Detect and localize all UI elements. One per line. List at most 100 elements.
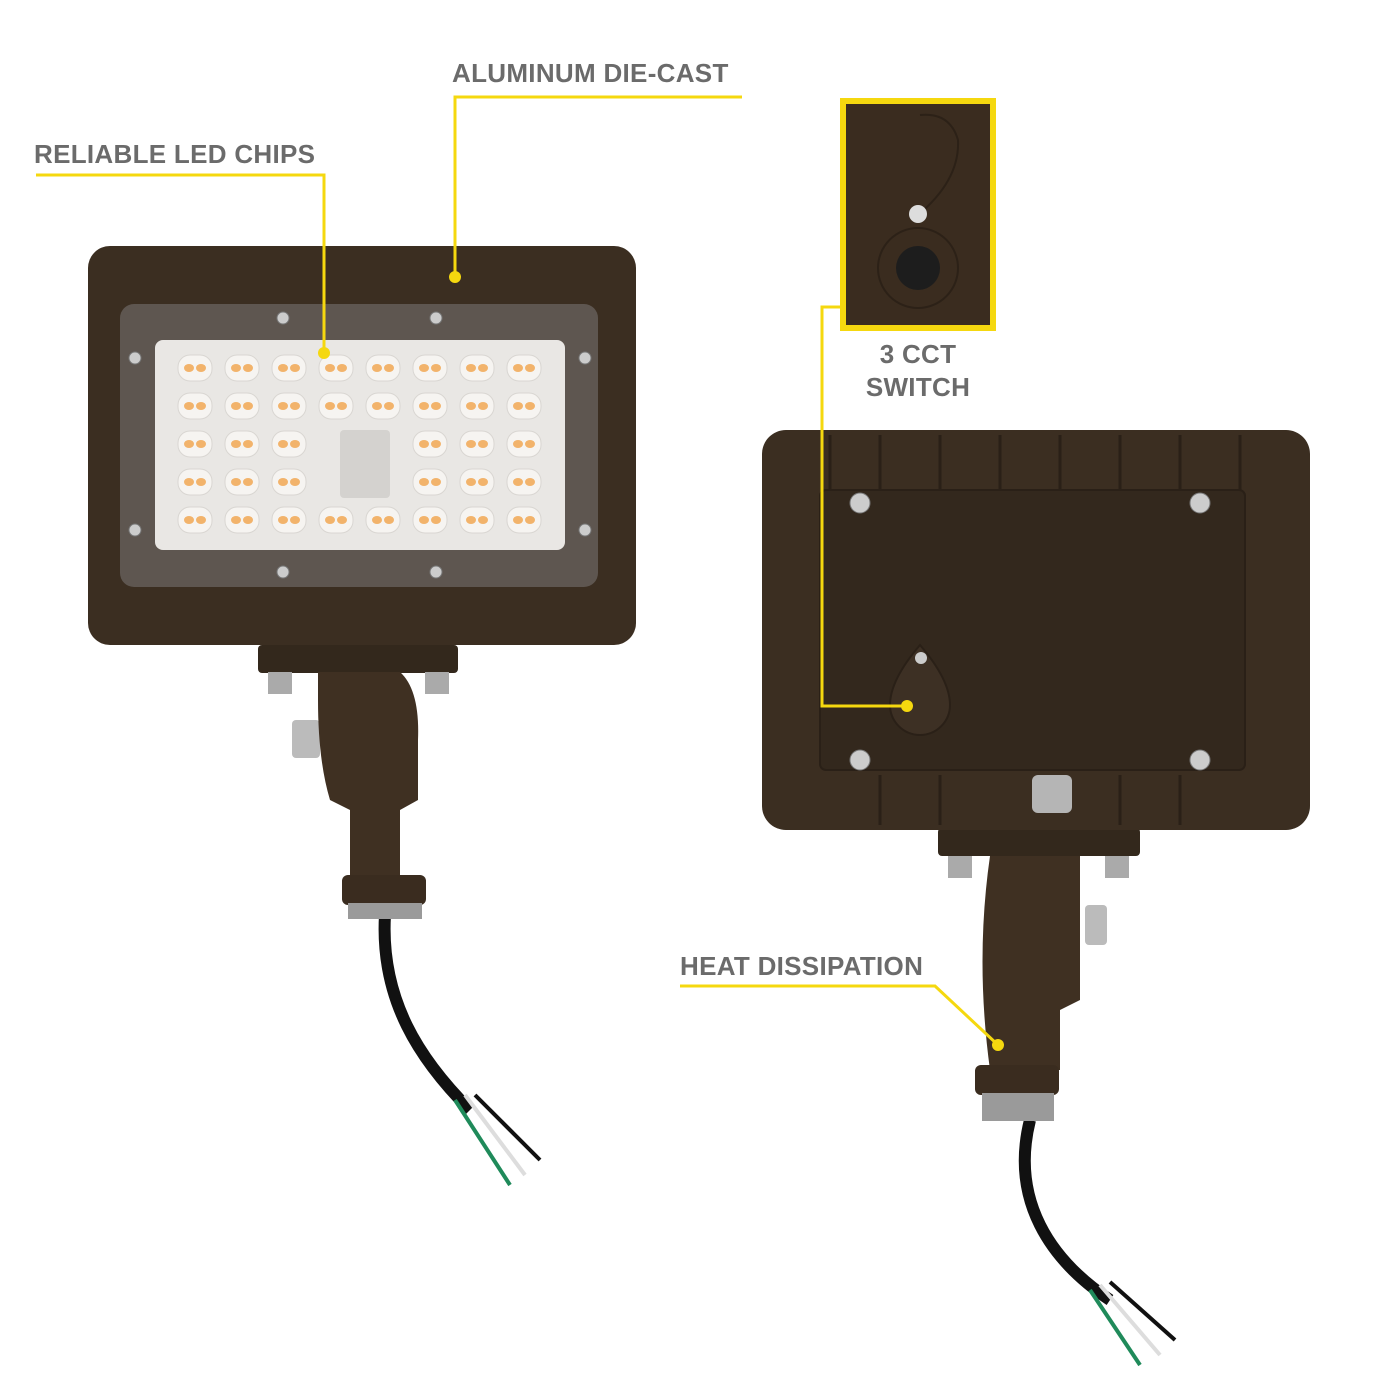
- screw-icon: [578, 351, 592, 365]
- bolt-icon: [1105, 856, 1129, 878]
- screws: [849, 492, 1211, 771]
- led-chip: [318, 506, 354, 534]
- led-diode: [513, 364, 523, 372]
- cooling-fins: [828, 435, 1242, 825]
- led-diode: [513, 402, 523, 410]
- cable-gland: [1032, 775, 1072, 813]
- led-diode: [196, 478, 206, 486]
- fitting: [348, 903, 422, 919]
- led-chip: [459, 506, 495, 534]
- led-diode: [196, 364, 206, 372]
- led-diode: [231, 516, 241, 524]
- callout-heat-dissipation: HEAT DISSIPATION: [680, 951, 924, 981]
- led-chip: [177, 354, 213, 382]
- led-diode: [478, 478, 488, 486]
- led-chip: [412, 430, 448, 458]
- callout-dots: [318, 271, 1004, 1051]
- callout-dot: [318, 347, 330, 359]
- led-diode: [278, 402, 288, 410]
- screw-icon: [429, 565, 443, 579]
- led-diode: [184, 516, 194, 524]
- wire-black: [1108, 1280, 1177, 1342]
- led-diode: [337, 516, 347, 524]
- led-diode: [243, 364, 253, 372]
- screw-icon: [1189, 749, 1211, 771]
- led-diode: [478, 364, 488, 372]
- switch-inset: [840, 98, 996, 331]
- front-fixture: [88, 246, 636, 1187]
- led-diode: [290, 516, 300, 524]
- led-diode: [384, 516, 394, 524]
- led-diode: [231, 402, 241, 410]
- led-diode: [243, 440, 253, 448]
- led-diode: [419, 364, 429, 372]
- led-diode: [243, 516, 253, 524]
- led-chip: [459, 468, 495, 496]
- led-chip: [224, 354, 260, 382]
- led-diode: [384, 402, 394, 410]
- led-diode: [184, 364, 194, 372]
- screw-icon: [909, 205, 927, 223]
- led-diode: [372, 364, 382, 372]
- led-diode: [278, 478, 288, 486]
- led-diode: [290, 364, 300, 372]
- wire-white: [1098, 1283, 1162, 1357]
- board-center: [340, 430, 390, 498]
- led-chip: [224, 506, 260, 534]
- led-chip: [318, 354, 354, 382]
- screw-icon: [276, 311, 290, 325]
- led-diode: [513, 478, 523, 486]
- led-diode: [478, 402, 488, 410]
- bolt-icon: [948, 856, 972, 878]
- screw-icon: [128, 523, 142, 537]
- led-chip: [365, 506, 401, 534]
- led-chip: [412, 392, 448, 420]
- led-chip: [224, 430, 260, 458]
- led-diode: [278, 516, 288, 524]
- led-diode: [513, 516, 523, 524]
- led-diode: [184, 478, 194, 486]
- led-diode: [184, 402, 194, 410]
- led-diode: [478, 516, 488, 524]
- led-diode: [431, 402, 441, 410]
- led-chip: [271, 506, 307, 534]
- wire-black: [473, 1093, 542, 1162]
- led-diode: [466, 364, 476, 372]
- led-diode: [231, 364, 241, 372]
- led-diode: [525, 364, 535, 372]
- knob-bolt-icon: [292, 720, 320, 758]
- screw-icon: [128, 351, 142, 365]
- led-diode: [525, 516, 535, 524]
- led-diode: [513, 440, 523, 448]
- led-diode: [290, 440, 300, 448]
- screw-icon: [849, 492, 871, 514]
- led-diode: [372, 516, 382, 524]
- rear-fixture: [762, 430, 1310, 1367]
- bolt-icon: [425, 672, 449, 694]
- led-diode: [466, 402, 476, 410]
- callout-dot: [901, 700, 913, 712]
- led-diode: [431, 516, 441, 524]
- led-diode: [243, 402, 253, 410]
- led-diode: [466, 478, 476, 486]
- screws: [128, 311, 592, 579]
- led-chip: [412, 468, 448, 496]
- led-diode: [525, 478, 535, 486]
- driver-plate: [819, 489, 1246, 771]
- led-chip: [224, 392, 260, 420]
- led-diode: [325, 402, 335, 410]
- callout-switch-line2: SWITCH: [865, 372, 971, 402]
- screw-icon: [429, 311, 443, 325]
- knuckle-arm: [318, 672, 419, 880]
- led-diode: [525, 440, 535, 448]
- led-chip: [506, 506, 542, 534]
- led-diode: [466, 516, 476, 524]
- bolt-icon: [268, 672, 292, 694]
- led-chip: [365, 354, 401, 382]
- led-diode: [325, 516, 335, 524]
- led-diode: [196, 402, 206, 410]
- callout-switch-line1: 3 CCT: [879, 339, 957, 369]
- led-diode: [243, 478, 253, 486]
- led-chip: [506, 392, 542, 420]
